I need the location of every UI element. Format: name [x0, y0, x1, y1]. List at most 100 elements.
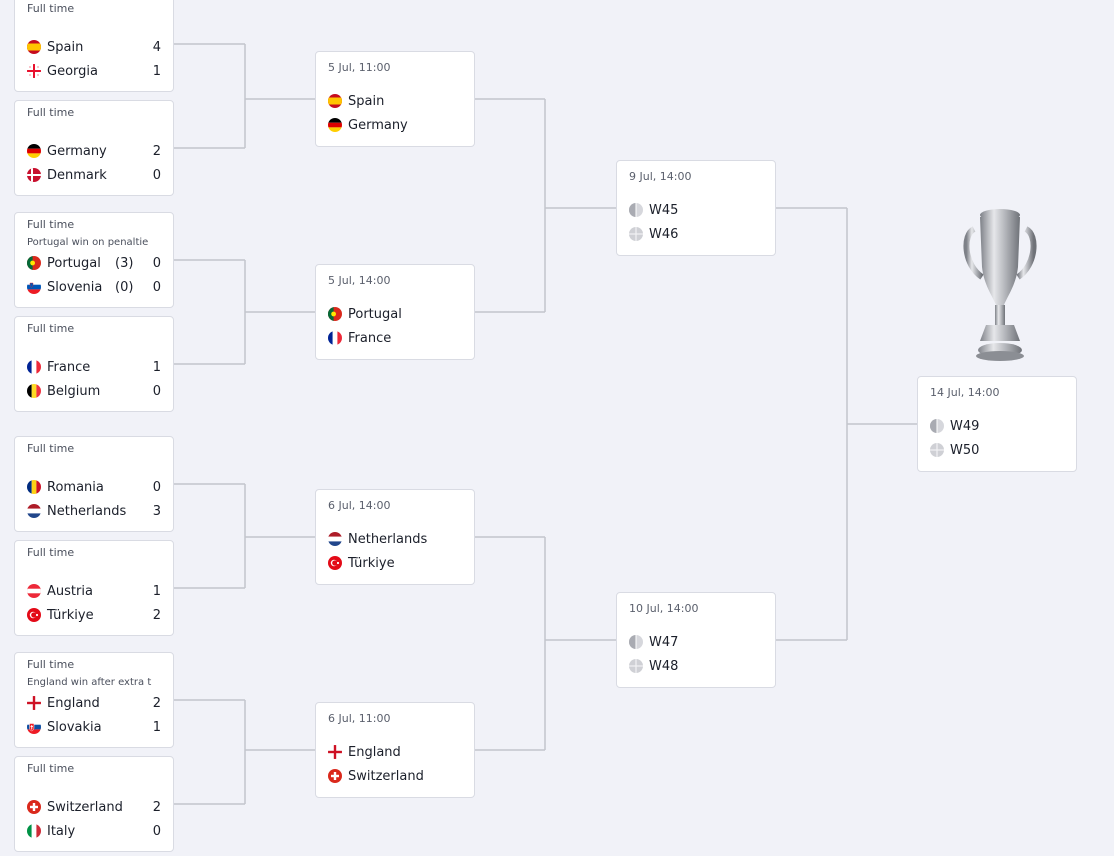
team-score: 0	[152, 255, 161, 271]
penalty-score: (0)	[115, 279, 134, 295]
team-score: 1	[152, 63, 161, 79]
austria-flag	[27, 584, 41, 598]
team-name: Netherlands	[47, 503, 127, 519]
match-datetime: 10 Jul, 14:00	[629, 602, 699, 615]
team-name: Austria	[47, 583, 93, 599]
spain-flag	[27, 40, 41, 54]
team-name: Georgia	[47, 63, 98, 79]
team-name: W50	[950, 442, 980, 458]
belgium-flag	[27, 384, 41, 398]
match-datetime: 5 Jul, 11:00	[328, 61, 391, 74]
team-row: Romania 0	[27, 477, 161, 497]
team-row: Switzerland	[328, 766, 462, 786]
trophy-icon	[963, 209, 1037, 361]
team-name: France	[348, 330, 392, 346]
team-row: Germany	[328, 115, 462, 135]
portugal-flag	[328, 307, 342, 321]
team-name: Spain	[348, 93, 385, 109]
match-status: Full time	[27, 442, 75, 455]
team-score: 1	[152, 583, 161, 599]
team-score: 2	[152, 799, 161, 815]
team-row: France 1	[27, 357, 161, 377]
slovakia-flag	[27, 720, 41, 734]
team-row: W50	[930, 440, 1064, 460]
germany-flag	[27, 144, 41, 158]
match-datetime: 9 Jul, 14:00	[629, 170, 692, 183]
match-status: Full time	[27, 2, 75, 15]
match-status: Full time	[27, 106, 75, 119]
team-score: 1	[152, 719, 161, 735]
team-name: England	[47, 695, 100, 711]
team-row: Denmark 0	[27, 165, 161, 185]
germany-flag	[328, 118, 342, 132]
placeholder-cross-icon	[629, 659, 643, 673]
team-row: Germany 2	[27, 141, 161, 161]
team-row: France	[328, 328, 462, 348]
team-row: Portugal(3)0	[27, 253, 161, 273]
team-name: Portugal	[348, 306, 402, 322]
france-flag	[328, 331, 342, 345]
team-score: 2	[152, 607, 161, 623]
team-name: Italy	[47, 823, 76, 839]
team-row: W47	[629, 632, 763, 652]
team-row: W49	[930, 416, 1064, 436]
team-row: W46	[629, 224, 763, 244]
team-name: W48	[649, 658, 679, 674]
georgia-flag	[27, 64, 41, 78]
team-row: Türkiye	[328, 553, 462, 573]
team-score: 1	[152, 359, 161, 375]
slovenia-flag	[27, 280, 41, 294]
team-name: W47	[649, 634, 679, 650]
team-row: Austria 1	[27, 581, 161, 601]
switzerland-flag	[27, 800, 41, 814]
team-name: Denmark	[47, 167, 107, 183]
england-flag	[328, 745, 342, 759]
team-row: Georgia 1	[27, 61, 161, 81]
team-score: 0	[152, 479, 161, 495]
team-score: 2	[152, 143, 161, 159]
match-datetime: 5 Jul, 14:00	[328, 274, 391, 287]
england-flag	[27, 696, 41, 710]
turkiye-flag	[328, 556, 342, 570]
team-row: Netherlands	[328, 529, 462, 549]
netherlands-flag	[27, 504, 41, 518]
team-row: Slovenia(0)0	[27, 277, 161, 297]
match-note: England win after extra t	[27, 677, 152, 688]
team-row: England	[328, 742, 462, 762]
team-name: France	[47, 359, 91, 375]
portugal-flag	[27, 256, 41, 270]
placeholder-cross-icon	[629, 227, 643, 241]
match-note: Portugal win on penaltie	[27, 237, 149, 248]
team-name: Spain	[47, 39, 84, 55]
team-name: Romania	[47, 479, 104, 495]
team-name: Germany	[47, 143, 107, 159]
team-score: 0	[152, 167, 161, 183]
team-name: Slovakia	[47, 719, 102, 735]
team-row: W48	[629, 656, 763, 676]
match-datetime: 6 Jul, 11:00	[328, 712, 391, 725]
turkiye-flag	[27, 608, 41, 622]
match-status: Full time	[27, 322, 75, 335]
team-name: England	[348, 744, 401, 760]
